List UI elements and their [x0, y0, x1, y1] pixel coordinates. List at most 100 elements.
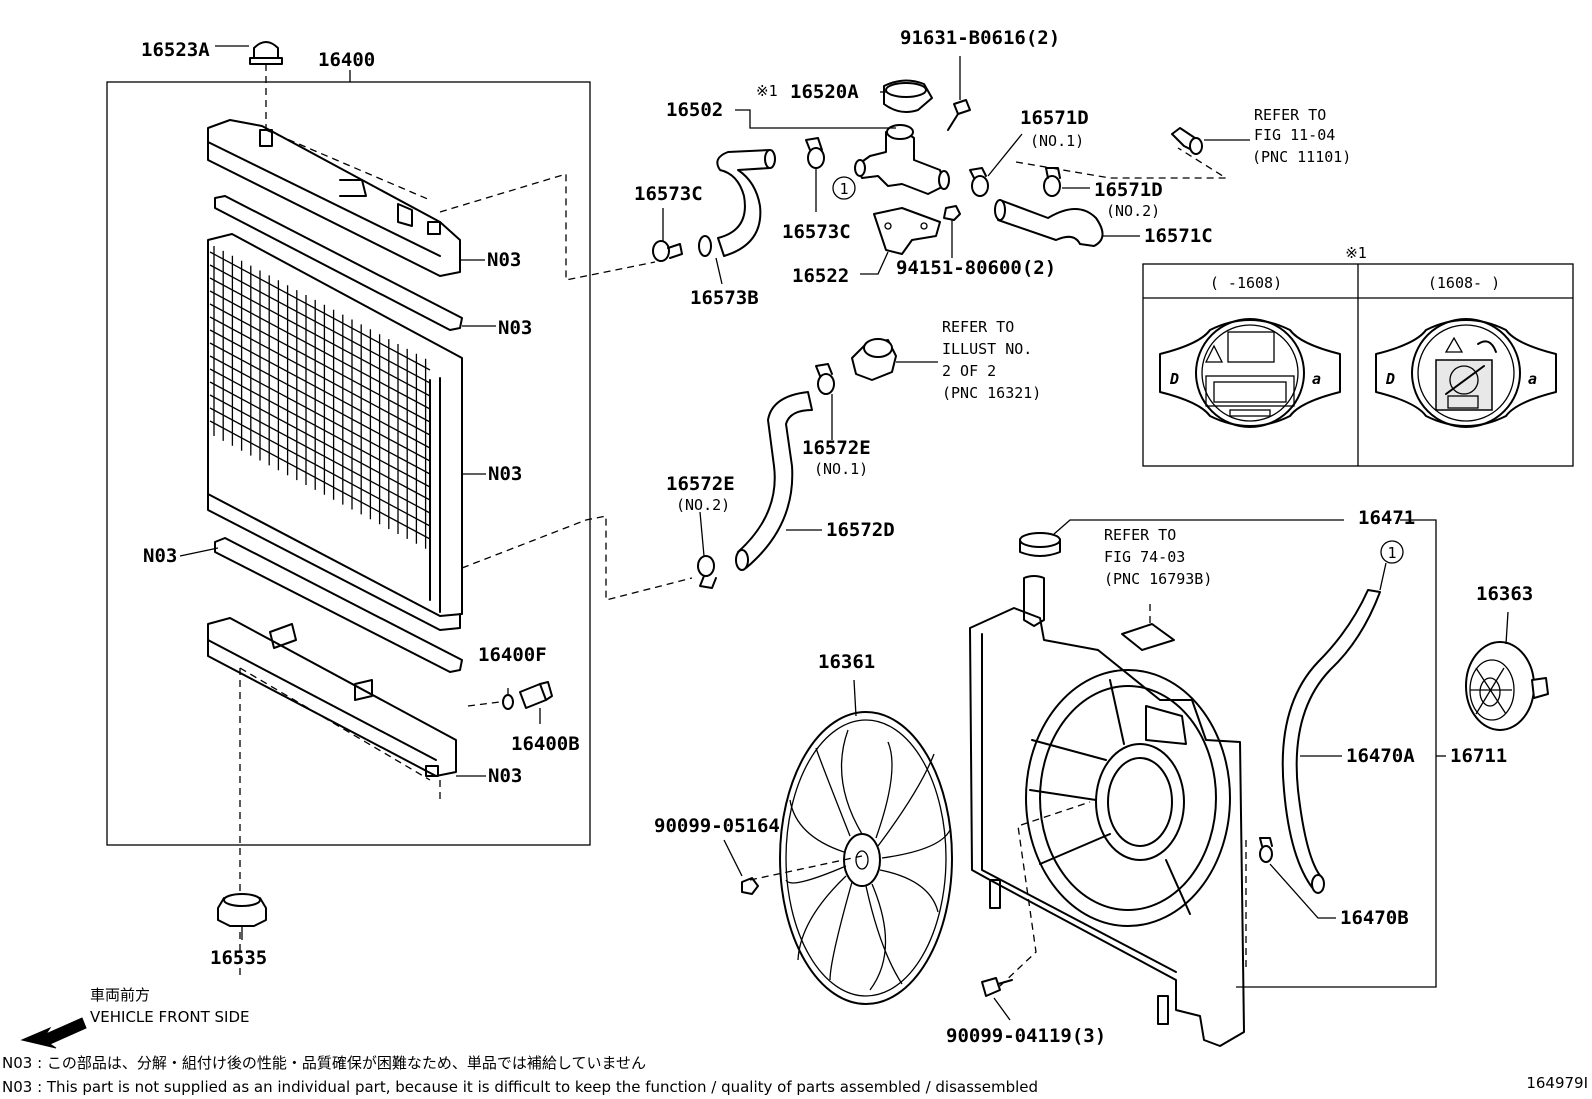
label-16711: 16711 [1450, 745, 1507, 767]
svg-text:D: D [1169, 370, 1179, 388]
hose-16571C [997, 199, 1104, 247]
screw-90099-05164 [741, 877, 759, 895]
label-ref3-line2: FIG 74-03 [1104, 548, 1185, 566]
label-16361: 16361 [818, 651, 875, 673]
label-16573B: 16573B [690, 287, 759, 309]
hose-clamp-16470B [1259, 837, 1273, 863]
cap-variant-inset: D a D a [1142, 263, 1574, 467]
circle-marker-1-a [832, 176, 856, 200]
label-16400F: 16400F [478, 644, 547, 666]
label-16571D-no1: 16571D [1020, 107, 1089, 129]
lower-gasket [214, 537, 463, 673]
label-ref1-line3: (PNC 11101) [1252, 148, 1351, 166]
water-outlet-16502 [854, 124, 950, 195]
label-16363: 16363 [1476, 583, 1533, 605]
radiator-core [207, 233, 463, 631]
label-16523A: 16523A [141, 39, 210, 61]
circle-marker-1-b-text: 1 [1387, 544, 1396, 562]
label-n03-core: N03 [488, 463, 522, 485]
inset-mark: ※1 [1345, 244, 1367, 262]
bolt-90099-04119 [981, 977, 1013, 997]
label-n03-upper-tank: N03 [487, 249, 521, 271]
label-16572E-no2: 16572E [666, 473, 735, 495]
label-94151: 94151-80600(2) [896, 257, 1056, 279]
cap-variant-right: D a [1375, 318, 1557, 428]
hose-clamp-16573C-right [805, 137, 825, 169]
label-n03-lower-gasket: N03 [143, 545, 177, 567]
label-ref2-line2: ILLUST NO. [942, 340, 1032, 358]
label-16572E-no1: 16572E [802, 437, 871, 459]
circle-marker-1-b [1380, 540, 1404, 564]
label-ref1-line2: FIG 11-04 [1254, 126, 1335, 144]
label-16571D-no2: 16571D [1094, 179, 1163, 201]
label-16400B: 16400B [511, 733, 580, 755]
note-jp: N03 : この部品は、分解・組付け後の性能・品質確保が困難なため、単品では補給… [2, 1054, 646, 1072]
bolt-91631-B0616 [947, 99, 971, 131]
label-90099-04119: 90099-04119(3) [946, 1025, 1106, 1047]
label-16573C-right: 16573C [782, 221, 851, 243]
label-ref1-line1: REFER TO [1254, 106, 1326, 124]
figure-id: 164979I [1526, 1074, 1588, 1092]
label-16470A: 16470A [1346, 745, 1415, 767]
fan-shroud [969, 575, 1245, 1047]
reservoir-hose-16470A [1281, 589, 1381, 891]
inset-col-left: ( -1608) [1210, 274, 1282, 292]
label-no1-16571D: (NO.1) [1030, 132, 1084, 150]
label-n03-upper-gasket: N03 [498, 317, 532, 339]
label-ref2-line4: (PNC 16321) [942, 384, 1041, 402]
label-16470B: 16470B [1340, 907, 1409, 929]
label-no2-16572E: (NO.2) [676, 496, 730, 514]
hose-clamp-16571D-no2 [1043, 167, 1061, 197]
label-n03-lower-tank: N03 [488, 765, 522, 787]
svg-text:a: a [1528, 370, 1537, 388]
reservoir-cap [1019, 532, 1061, 557]
radiator-cap-16520A [883, 79, 933, 113]
label-16400: 16400 [318, 49, 375, 71]
upper-gasket [214, 195, 463, 331]
label-16571C: 16571C [1144, 225, 1213, 247]
refer-pipe-11101 [1171, 127, 1203, 155]
note-en: N03 : This part is not supplied as an in… [2, 1078, 1038, 1096]
assembly-bracket-16711 [1236, 519, 1437, 988]
upper-tank [207, 119, 461, 277]
circle-marker-1-a-text: 1 [839, 180, 848, 198]
hose-clamp-16572E-no1 [815, 363, 835, 395]
lower-hose-16572D [737, 391, 813, 569]
label-note-mark: ※1 [756, 82, 778, 100]
label-16471: 16471 [1358, 507, 1415, 529]
label-16502: 16502 [666, 99, 723, 121]
nut-94151-80600 [943, 205, 961, 221]
vehicle-front-arrow [20, 1017, 87, 1049]
label-90099-05164: 90099-05164 [654, 815, 780, 837]
radiator-assembly-box [106, 81, 591, 846]
label-16573C-left: 16573C [634, 183, 703, 205]
hose-clamp-16572E-no2 [697, 555, 717, 589]
inset-col-right: (1608- ) [1428, 274, 1500, 292]
label-16572D: 16572D [826, 519, 895, 541]
caution-label [1121, 623, 1175, 651]
label-91631: 91631-B0616(2) [900, 27, 1060, 49]
cooling-fan-16361 [779, 711, 953, 1005]
svg-text:a: a [1312, 370, 1321, 388]
label-no2-16571D: (NO.2) [1106, 202, 1160, 220]
label-ref2-line3: 2 OF 2 [942, 362, 996, 380]
cap-variant-left: D a [1159, 318, 1341, 428]
label-ref3-line1: REFER TO [1104, 526, 1176, 544]
label-16520A: 16520A [790, 81, 859, 103]
hose-clamp-16573C-left [652, 240, 683, 262]
label-16522: 16522 [792, 265, 849, 287]
fan-motor-16363 [1465, 611, 1549, 731]
label-ref3-line3: (PNC 16793B) [1104, 570, 1212, 588]
direction-en: VEHICLE FRONT SIDE [90, 1008, 250, 1026]
radiator-cap-16523A [249, 41, 283, 128]
label-16535: 16535 [210, 947, 267, 969]
upper-hose-16573B [716, 149, 771, 257]
hose-clamp-16571D-no1 [969, 167, 989, 197]
o-ring-16400F [502, 694, 514, 710]
label-no1-16572E: (NO.1) [814, 460, 868, 478]
svg-text:D: D [1385, 370, 1395, 388]
lower-tank [207, 617, 457, 777]
cushion-16535 [217, 893, 267, 927]
drain-plug-16400B [519, 681, 553, 709]
